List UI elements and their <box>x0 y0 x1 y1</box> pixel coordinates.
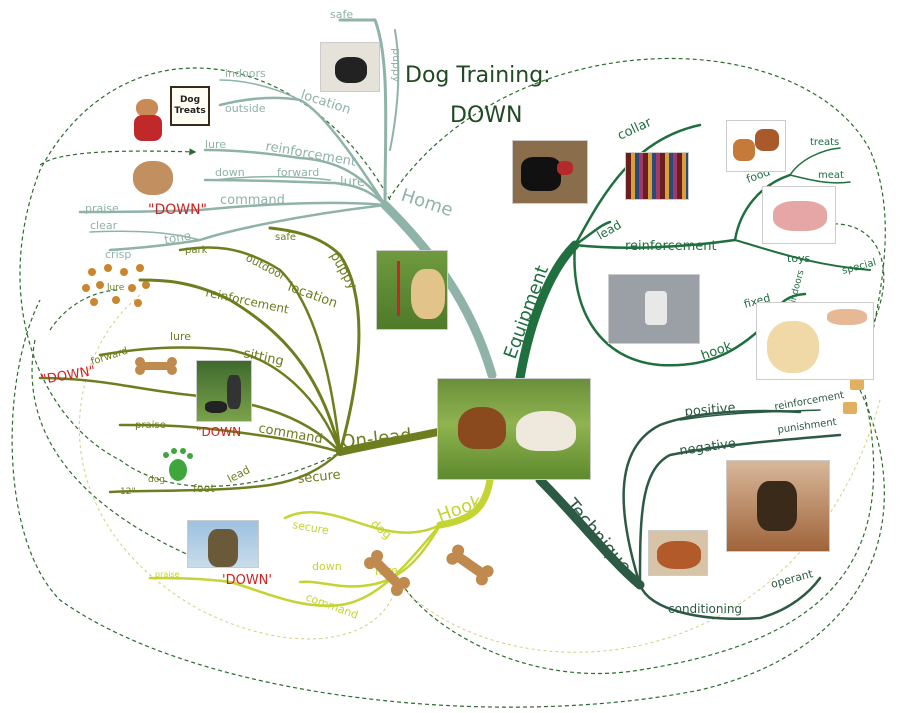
home-command: command <box>220 193 285 208</box>
title-line2: DOWN <box>450 103 522 128</box>
onlead-branch <box>38 226 442 494</box>
onlead-secure: secure <box>297 468 342 487</box>
circus-dogs-photo <box>726 460 830 552</box>
home-tone: tone <box>163 228 192 246</box>
rope-toy-photo <box>762 186 836 244</box>
tech-operant: operant <box>769 567 815 591</box>
home-label: Home <box>398 185 455 221</box>
hook-down-command: 'DOWN' <box>222 573 272 588</box>
tech-punishment: punishment <box>777 417 838 436</box>
black-dog-photo <box>320 42 380 92</box>
equip-hook: hook <box>699 339 734 364</box>
home-branch <box>78 18 497 380</box>
bone-icon-3 <box>364 550 410 596</box>
chihuahua-photo <box>130 95 166 145</box>
scottie-collar-photo <box>512 140 588 204</box>
equip-toys: toys <box>787 252 811 265</box>
wall-hook-photo <box>608 274 700 344</box>
home-lure-top: lure <box>205 138 226 151</box>
equip-meat: meat <box>818 170 844 181</box>
home-puppy: puppy <box>390 48 403 83</box>
golden-on-lead-photo <box>376 250 448 330</box>
collars-hanging-photo <box>625 152 689 200</box>
onlead-praise: praise <box>135 420 166 431</box>
hook-praise: praise <box>155 570 180 579</box>
home-safe: safe <box>330 8 353 21</box>
equip-indoors: indoors <box>788 269 806 304</box>
onlead-down-command: "DOWN" <box>40 364 97 388</box>
bulldog-photo <box>125 155 180 199</box>
puppy-treat-photo <box>756 302 874 380</box>
onlead-foot: foot <box>193 482 215 495</box>
two-dogs-on-grass-photo <box>437 378 591 480</box>
onlead-puppy: puppy <box>327 250 360 293</box>
onlead-location: location <box>286 280 340 312</box>
onlead-lure: lure <box>170 330 191 343</box>
home-forward: forward <box>277 166 319 179</box>
onlead-lure-food: lure <box>107 283 125 293</box>
dashed-connectors <box>11 57 886 708</box>
onlead-lead: lead <box>225 463 252 486</box>
home-location: location <box>299 88 353 118</box>
home-praise: praise <box>85 202 119 215</box>
equip-reinforcement: reinforcement <box>625 239 717 254</box>
hook-down: down <box>312 560 342 573</box>
tech-negative: negative <box>678 436 736 459</box>
home-indoors: indoors <box>225 67 266 80</box>
equip-special: special <box>841 257 878 277</box>
onlead-dist: 12" <box>120 487 136 497</box>
onlead-safe: safe <box>275 232 296 243</box>
onlead-outdoor: outdoor <box>244 251 288 283</box>
onlead-command: command <box>257 421 324 447</box>
equip-collar: collar <box>615 115 654 144</box>
soldier-with-dog-photo <box>187 520 259 568</box>
person-training-dog-photo <box>196 360 252 422</box>
equip-treats: treats <box>810 137 839 148</box>
home-outside: outside <box>225 102 266 115</box>
home-crisp: crisp <box>105 248 131 261</box>
onlead-park: park <box>185 245 208 256</box>
home-clear: clear <box>90 219 118 232</box>
technique-branch <box>535 409 842 620</box>
thumbs-up-icon <box>843 378 864 414</box>
hook-secure: secure <box>291 518 329 537</box>
home-down-command: "DOWN" <box>148 202 207 218</box>
equip-lead: lead <box>595 218 624 243</box>
hook-dog: dog <box>368 517 394 542</box>
tech-conditioning: conditioning <box>668 602 742 616</box>
hook-branch <box>148 476 494 608</box>
paw-print-icon <box>163 448 193 481</box>
title-line1: Dog Training: <box>405 63 551 88</box>
tech-reinforcement: reinforcement <box>774 390 845 413</box>
dog-treats-sign: Dog Treats <box>170 86 210 126</box>
onlead-dog: dog <box>148 475 165 485</box>
sleeping-dog-photo <box>648 530 708 576</box>
treat-pieces-icon <box>82 264 150 307</box>
onlead-down-command-2: "DOWN <box>196 425 241 439</box>
home-lure: lure <box>340 175 365 190</box>
home-down: down <box>215 166 245 179</box>
tech-positive: positive <box>684 401 736 420</box>
bone-icon <box>135 357 177 375</box>
bone-icon-2 <box>446 544 494 586</box>
equipment-branch <box>515 123 871 383</box>
onlead-label: On-lead <box>340 425 412 453</box>
dog-treats-photo <box>726 120 786 172</box>
onlead-forward: forward <box>90 346 130 368</box>
